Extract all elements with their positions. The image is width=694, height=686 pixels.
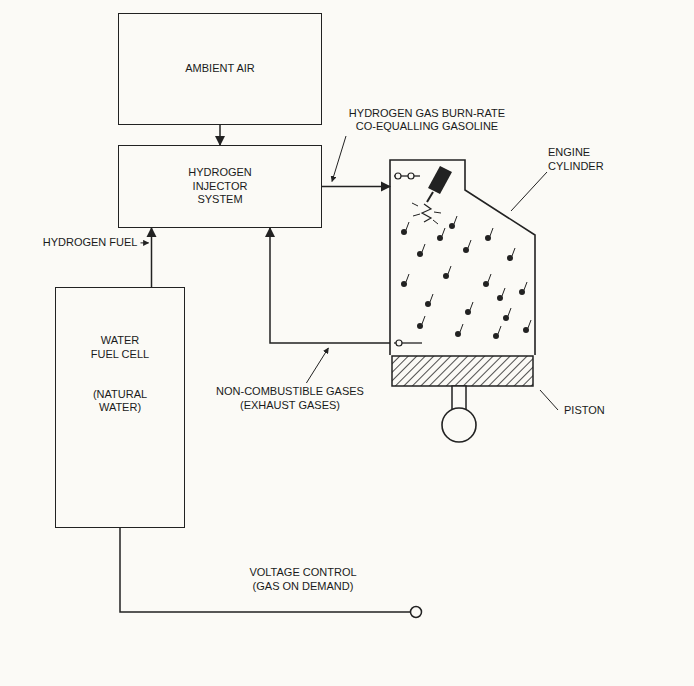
leader-arrow [332,136,346,182]
spark [422,204,431,222]
node-label: AMBIENT AIR [185,62,254,76]
intake-valve [395,173,401,179]
connector-arrow [151,228,153,287]
spark-plug [427,192,433,202]
cylinder-wall [390,160,535,355]
connector-arrow [270,228,390,343]
control-terminal [411,607,422,618]
node-label: HYDROGEN INJECTOR SYSTEM [173,166,268,207]
edge-label: HYDROGEN GAS BURN-RATE CO-EQUALLING GASO… [340,107,514,135]
control-wire [120,528,410,612]
ambient-air-box: AMBIENT AIR [118,13,322,125]
spark-plug [428,166,452,194]
piston-head [392,356,533,386]
spark [412,203,441,224]
injector-box: HYDROGEN INJECTOR SYSTEM [118,145,322,228]
engine-cylinder: ENGINE CYLINDER [390,160,540,355]
leader-line [540,390,558,410]
gas-molecules [401,223,529,339]
piston-rod [452,386,466,410]
cylinder-outline [390,160,540,355]
leader-line [511,172,547,211]
node-label: (NATURAL WATER) [78,388,162,416]
leader-arrow [141,242,149,243]
connector-arrow [219,125,221,145]
exhaust-valve [396,340,402,346]
node-label: WATER FUEL CELL [89,334,151,362]
fuel-cell-box: WATER FUEL CELL (NATURAL WATER) [55,287,185,528]
control-label: VOLTAGE CONTROL (GAS ON DEMAND) [240,566,366,594]
node-label: ENGINE CYLINDER [548,146,604,174]
connector-arrow [322,186,390,188]
part-label: PISTON [562,404,607,418]
edge-label: HYDROGEN FUEL [41,236,140,250]
edge-label: NON-COMBUSTIBLE GASES (EXHAUST GASES) [208,385,372,413]
leader-arrow [306,348,328,383]
intake-valve [408,173,414,179]
gas-molecule-tails [406,216,531,334]
crank-pin [442,408,476,442]
